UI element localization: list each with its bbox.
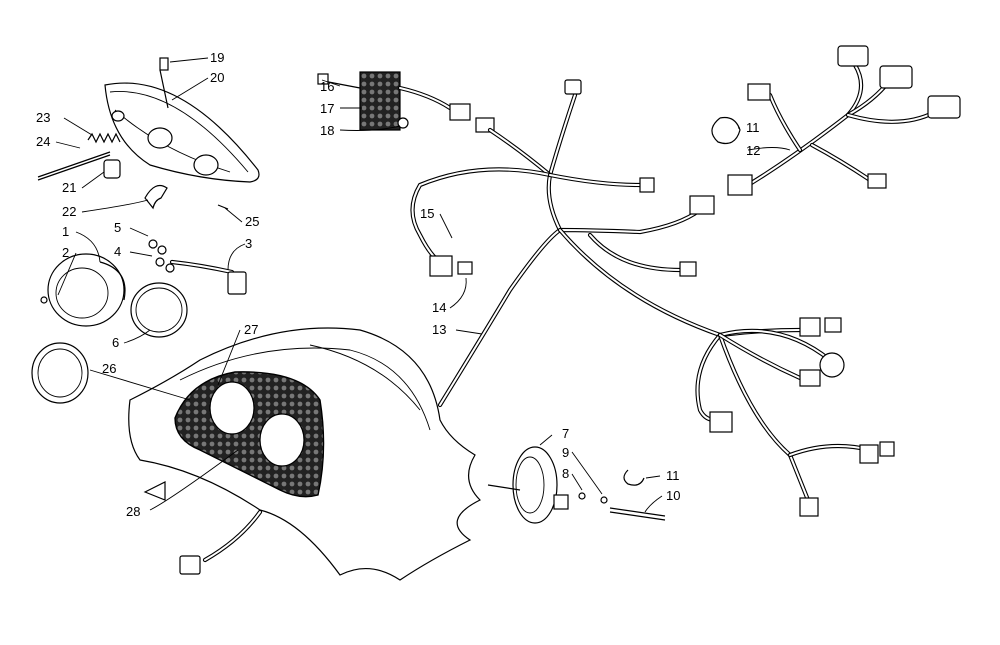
callout-19: 19: [210, 50, 224, 65]
callout-26: 26: [102, 361, 116, 376]
callout-1: 1: [62, 224, 69, 239]
callout-7: 7: [562, 426, 569, 441]
main-wiring-harness: [410, 79, 895, 517]
callout-2: 2: [62, 245, 69, 260]
callout-28: 28: [126, 504, 140, 519]
callout-8: 8: [562, 466, 569, 481]
callout-9: 9: [562, 445, 569, 460]
callout-17: 17: [320, 101, 334, 116]
sub-harness: [711, 45, 961, 196]
callout-25: 25: [245, 214, 259, 229]
callout-18: 18: [320, 123, 334, 138]
callout-4: 4: [114, 244, 121, 259]
callout-16: 16: [320, 79, 334, 94]
callout-11-harness: 11: [746, 120, 760, 135]
callout-10: 10: [666, 488, 680, 503]
callout-6: 6: [112, 335, 119, 350]
callout-24: 24: [36, 134, 50, 149]
leader-lines: [55, 57, 791, 513]
callout-15: 15: [420, 206, 434, 221]
hood-panel: [128, 327, 482, 581]
callout-3: 3: [245, 236, 252, 251]
callout-13: 13: [432, 322, 446, 337]
callout-14: 14: [432, 300, 446, 315]
callout-5: 5: [114, 220, 121, 235]
gauge-assembly: [31, 239, 247, 404]
callout-22: 22: [62, 204, 76, 219]
voltage-regulator: [317, 71, 495, 133]
callout-21: 21: [62, 180, 76, 195]
callout-20: 20: [210, 70, 224, 85]
headlight-assembly: [37, 57, 260, 210]
taillight-assembly: [487, 446, 666, 524]
callout-labels: 1 2 3 4 5 6 7 8 9 10 11 11 12 13 14 15 1…: [36, 50, 760, 519]
callout-27: 27: [244, 322, 258, 337]
callout-23: 23: [36, 110, 50, 125]
callout-12: 12: [746, 143, 760, 158]
callout-11-taillight: 11: [666, 468, 680, 483]
